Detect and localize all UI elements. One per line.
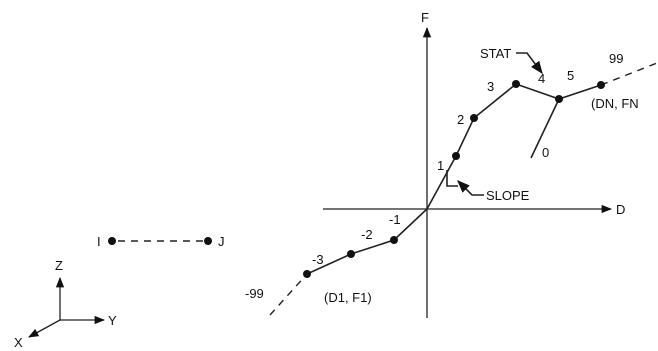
triad-y-label: Y	[108, 313, 117, 328]
force-displacement-curve	[306, 83, 602, 275]
node-j	[204, 237, 212, 245]
d-axis-label: D	[616, 202, 625, 217]
label-5: 5	[567, 68, 574, 83]
curve-point-2	[470, 114, 478, 122]
f-axis-label: F	[421, 10, 429, 25]
node-i	[108, 237, 116, 245]
label-neg3: -3	[312, 252, 324, 267]
label-zero: 0	[542, 145, 549, 160]
label-neg1: -1	[389, 212, 401, 227]
curve-point-5	[597, 81, 605, 89]
curve-extension-negative	[269, 273, 308, 316]
triad-x-label: X	[14, 335, 23, 350]
curve-point-4	[555, 95, 563, 103]
label-4: 4	[538, 71, 545, 86]
unloading-branch	[530, 98, 560, 159]
curve-point-neg1	[390, 236, 398, 244]
stat-leader	[516, 52, 543, 75]
label-2: 2	[457, 112, 464, 127]
curve-extension-positive	[600, 62, 658, 86]
label-end-positive: 99	[609, 51, 623, 66]
stat-label: STAT	[480, 46, 511, 61]
label-1: 1	[437, 158, 444, 173]
label-last-point: (DN, FN	[591, 96, 639, 111]
slope-label: SLOPE	[486, 188, 530, 203]
slope-triangle	[446, 170, 458, 187]
label-neg2: -2	[361, 227, 373, 242]
curve-point-3	[512, 80, 520, 88]
node-i-label: I	[97, 234, 101, 249]
curve-point-neg2	[347, 250, 355, 258]
curve-point-neg3	[303, 270, 311, 278]
slope-leader	[457, 180, 484, 196]
node-j-label: J	[218, 234, 225, 249]
label-3: 3	[487, 79, 494, 94]
triad-x-axis	[28, 319, 61, 338]
label-end-negative: -99	[245, 286, 264, 301]
triad-z-label: Z	[55, 258, 63, 273]
label-first-point: (D1, F1)	[324, 290, 372, 305]
curve-point-1	[452, 152, 460, 160]
